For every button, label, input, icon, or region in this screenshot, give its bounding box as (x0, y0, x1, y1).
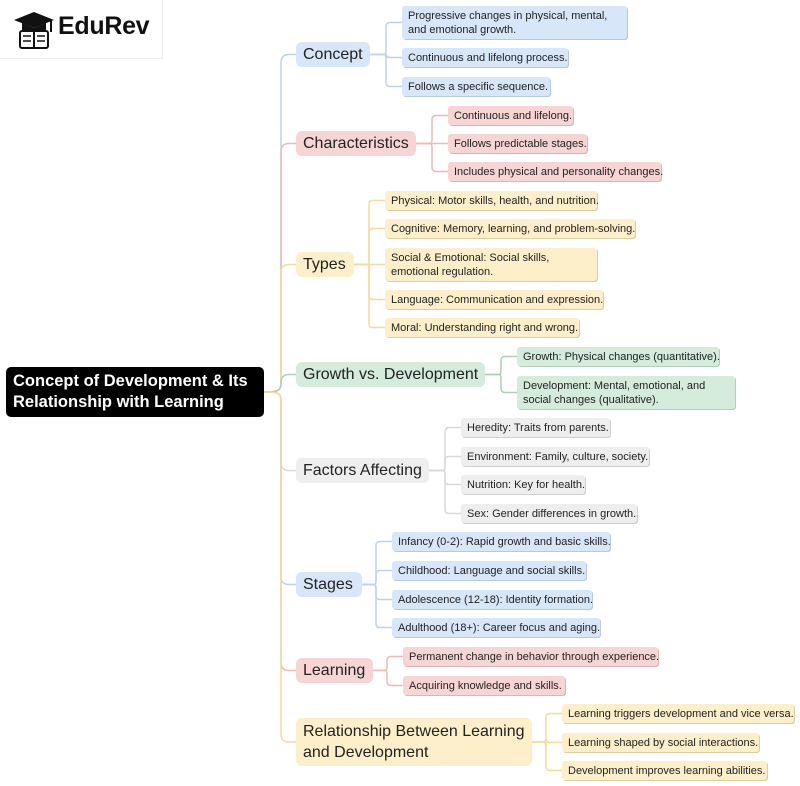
connector-line (373, 655, 403, 672)
connector-line (532, 741, 562, 772)
branch-relationship: Relationship Between Learning and Develo… (296, 718, 532, 766)
leaf-types-5: Moral: Understanding right and wrong. (385, 318, 579, 337)
leaf-factors-3: Nutrition: Key for health. (461, 475, 585, 494)
branch-stages: Stages (296, 572, 362, 597)
leaf-characteristics-3: Includes physical and personality change… (448, 162, 663, 181)
branch-factors-affecting: Factors Affecting (296, 458, 429, 483)
connector-line (429, 469, 461, 515)
connector-line (416, 114, 448, 145)
leaf-concept-1: Progressive changes in physical, mental,… (402, 6, 627, 39)
branch-characteristics: Characteristics (296, 131, 416, 156)
branch-concept: Concept (296, 42, 370, 67)
leaf-factors-4: Sex: Gender differences in growth. (461, 504, 637, 523)
leaf-factors-2: Environment: Family, culture, society. (461, 447, 649, 466)
connector-line (263, 391, 296, 743)
brand-name: EduRev (58, 12, 150, 40)
leaf-growth-2: Development: Mental, emotional, and soci… (517, 376, 735, 409)
leaf-concept-3: Follows a specific sequence. (402, 77, 550, 96)
connector-line (263, 391, 296, 586)
leaf-factors-1: Heredity: Traits from parents. (461, 418, 610, 437)
connector-line (263, 142, 296, 393)
branch-learning: Learning (296, 658, 373, 683)
connector-line (370, 21, 402, 56)
connector-line (354, 227, 385, 266)
connector-line (263, 53, 296, 393)
leaf-characteristics-1: Continuous and lifelong. (448, 106, 573, 125)
connector-line (373, 669, 403, 687)
connector-line (362, 540, 392, 586)
leaf-relationship-3: Development improves learning abilities. (562, 761, 767, 780)
leaf-relationship-2: Learning shaped by social interactions. (562, 733, 759, 752)
connector-line (263, 373, 296, 393)
edurev-logo[interactable]: EduRev (0, 0, 163, 59)
connector-line (263, 391, 296, 672)
connector-line (370, 53, 402, 88)
root-node: Concept of Development & Its Relationshi… (6, 367, 264, 417)
connector-line (485, 355, 517, 376)
connector-line (362, 583, 392, 629)
leaf-characteristics-2: Follows predictable stages. (448, 134, 587, 153)
branch-types: Types (296, 252, 354, 277)
connector-line (362, 569, 392, 586)
leaf-relationship-1: Learning triggers development and vice v… (562, 704, 794, 723)
connector-line (532, 712, 562, 743)
leaf-types-3: Social & Emotional: Social skills, emoti… (385, 248, 597, 281)
leaf-types-2: Cognitive: Memory, learning, and problem… (385, 219, 635, 238)
connector-line (263, 391, 296, 472)
connector-line (263, 263, 296, 393)
leaf-stages-1: Infancy (0-2): Rapid growth and basic sk… (392, 532, 611, 551)
leaf-types-1: Physical: Motor skills, health, and nutr… (385, 191, 599, 210)
leaf-learning-1: Permanent change in behavior through exp… (403, 647, 659, 666)
leaf-learning-2: Acquiring knowledge and skills. (403, 676, 565, 695)
connector-line (485, 373, 517, 394)
graduation-cap-icon (14, 12, 54, 49)
leaf-stages-2: Childhood: Language and social skills. (392, 561, 586, 580)
leaf-types-4: Language: Communication and expression. (385, 290, 603, 309)
leaf-stages-3: Adolescence (12-18): Identity formation. (392, 590, 593, 609)
leaf-growth-1: Growth: Physical changes (quantitative). (517, 347, 720, 366)
branch-growth-vs-development: Growth vs. Development (296, 362, 485, 387)
connector-line (362, 583, 392, 601)
leaf-stages-4: Adulthood (18+): Career focus and aging. (392, 618, 600, 637)
connector-line (416, 142, 448, 173)
connector-line (354, 263, 385, 329)
connector-line (429, 455, 461, 472)
leaf-concept-2: Continuous and lifelong process. (402, 48, 568, 67)
